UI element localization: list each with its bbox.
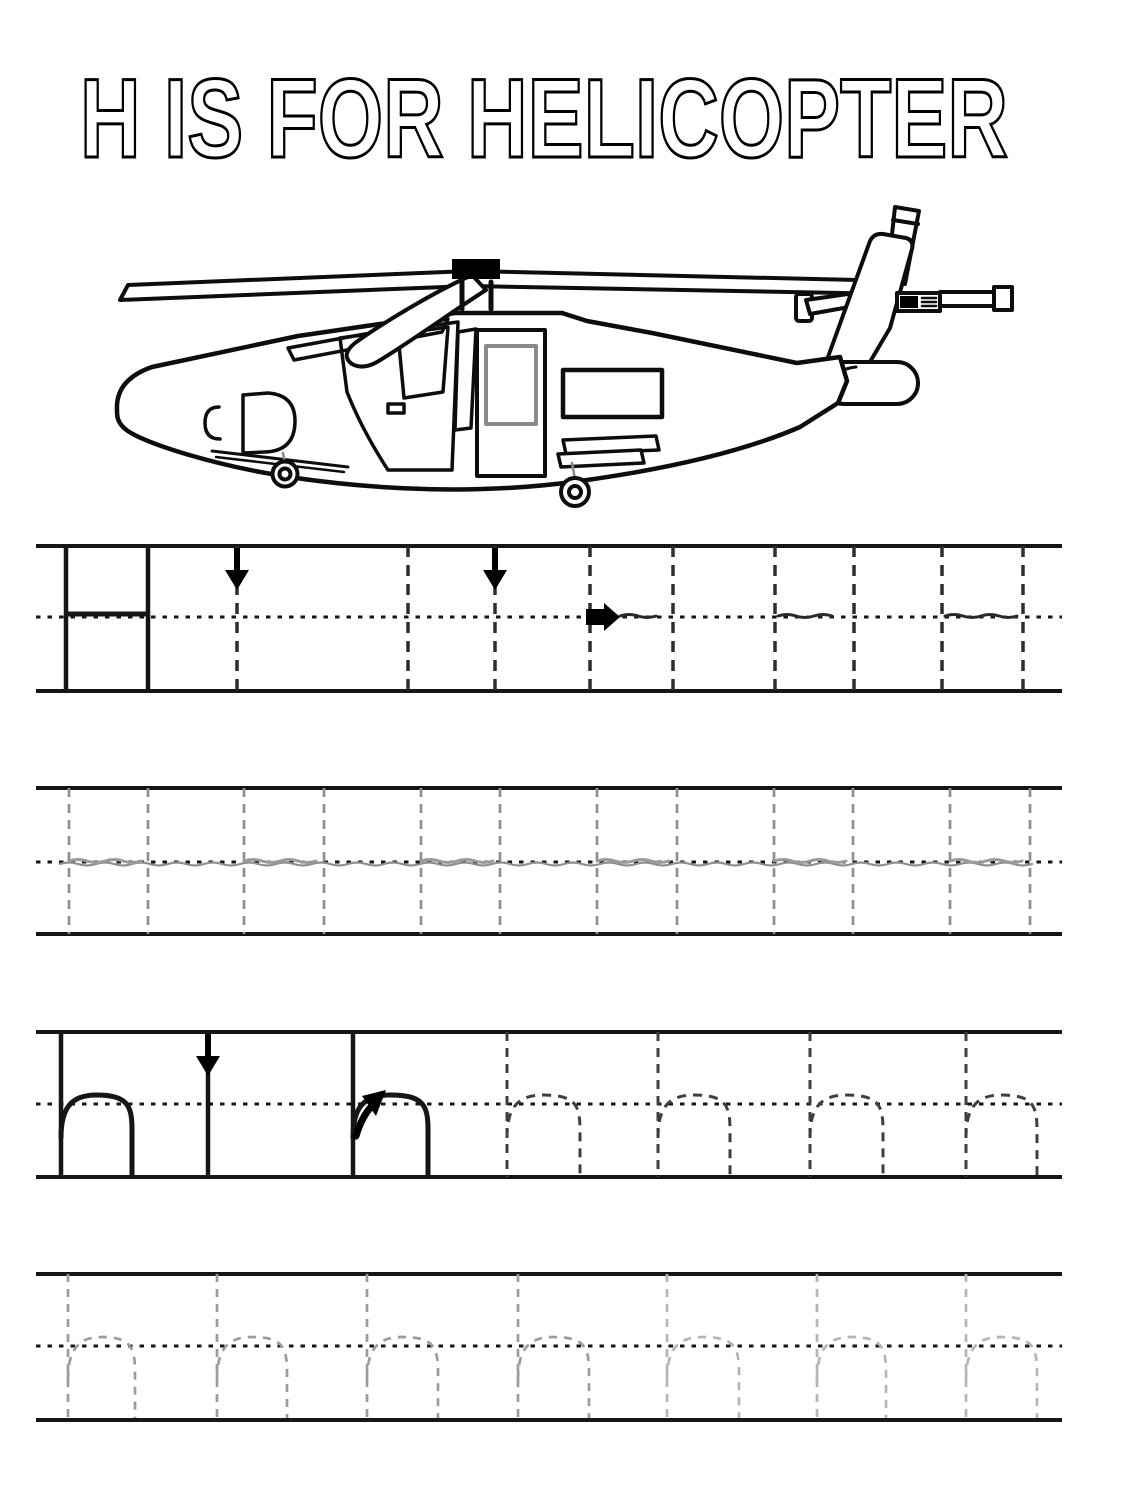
nose-wheel: [270, 459, 300, 489]
page-title: H IS FOR HELICOPTER: [80, 56, 1008, 181]
nose-light-d: [241, 391, 297, 455]
helicopter-illustration: [114, 205, 1014, 508]
row-lowercase-guided: [36, 1030, 1062, 1179]
tail-assembly: [794, 205, 1014, 406]
rotor-hub: [452, 259, 500, 279]
rear-window: [560, 367, 665, 420]
sliding-door-window: [484, 344, 538, 426]
rotor-hub-group: [344, 259, 500, 369]
sliding-door: [475, 328, 547, 478]
belly-skid: [210, 449, 350, 469]
pilot-door: [338, 320, 460, 472]
worksheet-title-area: H IS FOR HELICOPTER: [79, 55, 1010, 183]
row-lowercase-trace: [36, 1272, 1062, 1422]
tail-fin: [826, 231, 915, 374]
step-fairing-bottom: [556, 448, 646, 469]
narrow-window: [453, 327, 478, 432]
row-uppercase-trace: [36, 786, 1062, 936]
nose-light-c: [203, 405, 222, 441]
front-rotor-blade: [344, 273, 488, 369]
tail-rotor-hub: [895, 285, 1014, 313]
pilot-door-window: [396, 325, 450, 400]
door-handle: [386, 402, 406, 415]
landing-gear: [270, 459, 591, 508]
row-uppercase-guided: [36, 544, 1062, 693]
main-wheel: [559, 476, 591, 508]
